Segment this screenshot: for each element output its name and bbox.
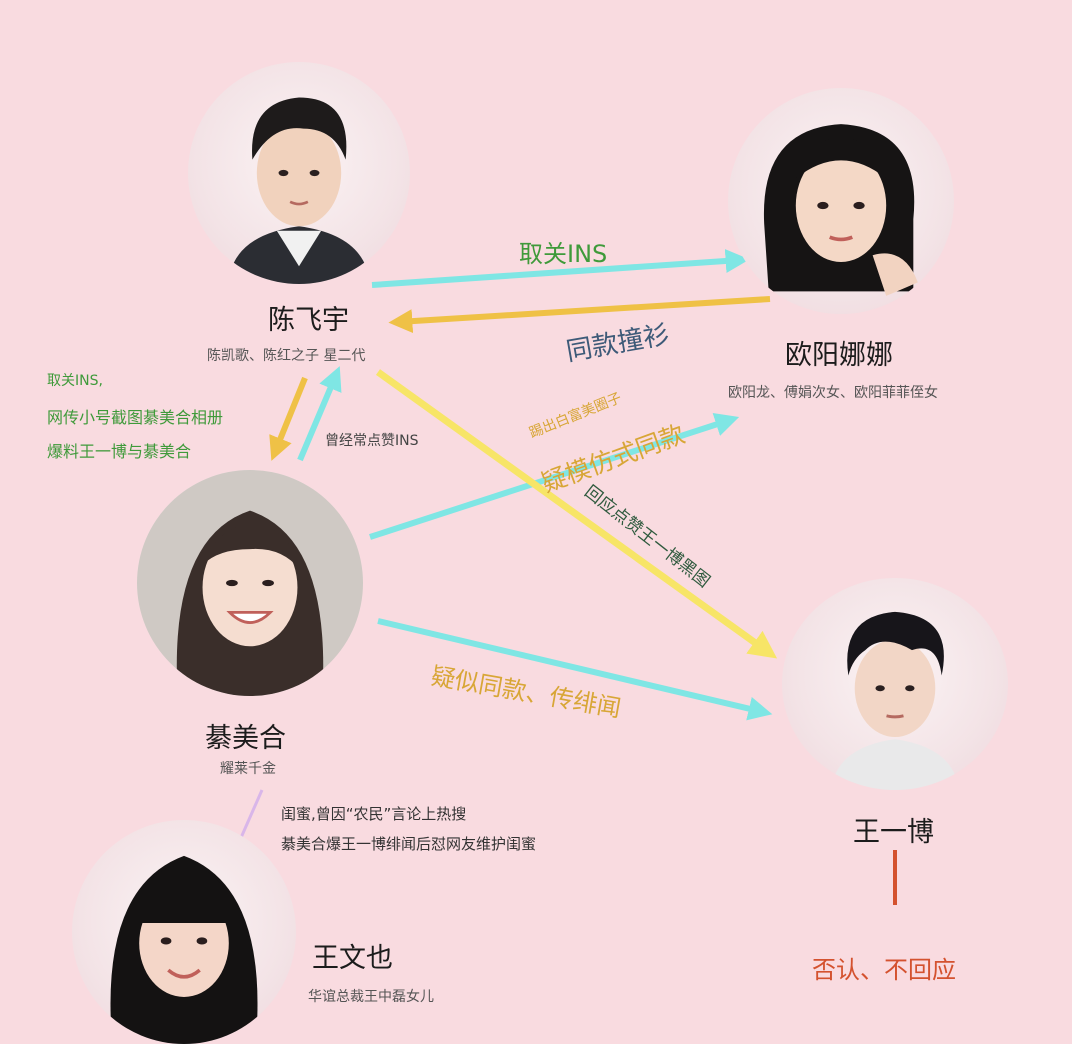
desc-ouyang: 欧阳龙、傅娟次女、欧阳菲菲侄女 xyxy=(728,385,938,401)
arrow-qin-to-wangyibo xyxy=(377,618,773,721)
arrow-chen-to-ouyang xyxy=(371,249,750,288)
portrait-young-man-icon xyxy=(831,611,959,790)
portrait-young-woman-icon xyxy=(763,124,918,296)
portrait-smiling-woman-icon xyxy=(137,470,363,696)
name-ouyang: 欧阳娜娜 xyxy=(785,340,893,371)
desc-chen: 陈凯歌、陈红之子 星二代 xyxy=(207,348,366,364)
arrow-ouyang-to-chen xyxy=(388,296,771,334)
name-wangwenye: 王文也 xyxy=(312,943,393,974)
label-wangyibo-response: 否认、不回应 xyxy=(812,956,956,984)
arrow-qin-to-chen xyxy=(297,366,342,462)
arrow-chen-to-qin xyxy=(269,376,308,461)
portrait-wangwenye xyxy=(72,820,296,1044)
portrait-woman-bangs-icon xyxy=(110,855,258,1044)
label-chen-to-ouyang: 取关INS xyxy=(519,240,608,268)
label-qin-to-chen-2: 网传小号截图綦美合相册 xyxy=(47,408,224,427)
portrait-young-man-icon xyxy=(227,97,371,284)
label-wangwenye-qin-1: 闺蜜,曾因“农民”言论上热搜 xyxy=(281,805,467,823)
label-qin-to-chen-3: 爆料王一博与綦美合 xyxy=(47,442,192,461)
desc-wangwenye: 华谊总裁王中磊女儿 xyxy=(308,989,434,1005)
portrait-wangyibo xyxy=(782,578,1008,790)
line-wangwenye-qin xyxy=(238,789,264,841)
name-wangyibo: 王一博 xyxy=(853,817,934,848)
arrow-chen-to-wangyibo xyxy=(375,369,778,659)
portrait-ouyang xyxy=(728,88,954,314)
portrait-chen xyxy=(188,62,410,284)
label-qin-to-chen-1: 取关INS, xyxy=(47,373,103,389)
desc-qin: 耀莱千金 xyxy=(220,761,276,777)
portrait-qin xyxy=(137,470,363,696)
label-qin-likes-chen: 曾经常点赞INS xyxy=(325,433,419,449)
name-chen: 陈飞宇 xyxy=(268,305,349,336)
arrow-qin-to-ouyang xyxy=(369,413,740,540)
label-wangwenye-qin-2: 綦美合爆王一博绯闻后怼网友维护闺蜜 xyxy=(281,835,537,853)
name-qin: 綦美合 xyxy=(205,723,286,754)
